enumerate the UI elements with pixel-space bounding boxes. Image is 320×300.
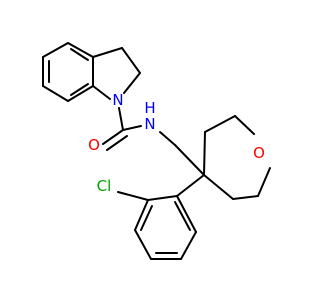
chlorine-label: Cl (97, 177, 112, 195)
ring-oxygen-label: O (253, 144, 265, 162)
molecule-canvas: N N H O O Cl (42, 42, 271, 260)
carbonyl-oxygen-label: O (88, 136, 100, 154)
chlorophenyl-ring (117, 174, 205, 260)
amide-nitrogen-label: N (144, 115, 155, 133)
amide-hydrogen-label: H (144, 99, 155, 117)
indoline-nitrogen-label: N (112, 91, 123, 109)
oxane-ring (203, 115, 271, 200)
indoline-five-ring (92, 47, 141, 100)
indoline-benzene-ring (42, 42, 94, 102)
carboxamide-linker (102, 107, 205, 176)
structure-diagram: N N H O O Cl (42, 42, 271, 260)
